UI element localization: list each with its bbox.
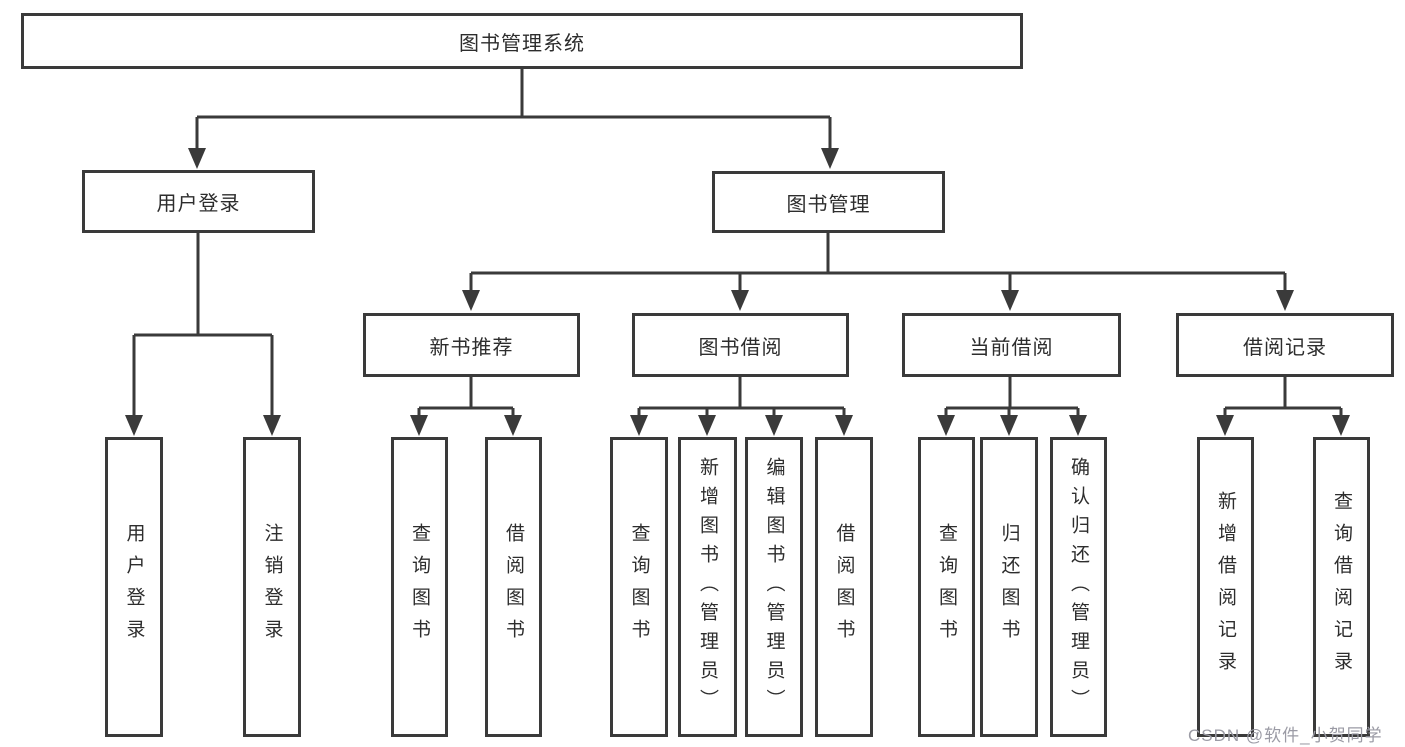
node-label: 归还图书 — [998, 523, 1020, 651]
node-label: 新增图书（管理员） — [697, 456, 718, 718]
node-label: 查询图书 — [409, 523, 430, 651]
node-label: 编辑图书（管理员） — [763, 456, 785, 718]
node-label: 新书推荐 — [429, 336, 514, 359]
leaf-borrow-books-borrowing: 借阅图书 — [815, 437, 873, 737]
csdn-watermark: CSDN @软件_小贺同学 — [1188, 726, 1383, 745]
node-user-login: 用户登录 — [82, 170, 315, 233]
node-label: 用户登录 — [156, 193, 241, 215]
node-label: 图书管理系统 — [459, 32, 585, 55]
leaf-return-books: 归还图书 — [980, 437, 1038, 737]
leaf-add-borrow-record: 新增借阅记录 — [1197, 437, 1254, 737]
node-label: 图书借阅 — [698, 336, 783, 359]
node-label: 当前借阅 — [969, 336, 1054, 359]
leaf-query-books-recommend: 查询图书 — [391, 437, 448, 737]
node-new-book-recommend: 新书推荐 — [363, 313, 580, 377]
leaf-borrow-books-recommend: 借阅图书 — [485, 437, 542, 737]
leaf-logout: 注销登录 — [243, 437, 301, 737]
node-label: 查询图书 — [936, 523, 957, 651]
node-label: 借阅记录 — [1243, 336, 1327, 359]
node-label: 确认归还（管理员） — [1068, 456, 1089, 718]
node-label: 新增借阅记录 — [1215, 491, 1236, 683]
node-label: 借阅图书 — [503, 523, 524, 651]
node-label: 用户登录 — [123, 523, 145, 651]
leaf-confirm-return-admin: 确认归还（管理员） — [1050, 437, 1107, 737]
node-book-borrowing: 图书借阅 — [632, 313, 849, 377]
leaf-add-book-admin: 新增图书（管理员） — [678, 437, 737, 737]
node-label: 查询借阅记录 — [1331, 491, 1352, 683]
node-label: 查询图书 — [628, 523, 650, 651]
node-label: 图书管理 — [786, 193, 871, 216]
leaf-user-login: 用户登录 — [105, 437, 163, 737]
node-current-borrowing: 当前借阅 — [902, 313, 1121, 377]
node-label: 借阅图书 — [833, 523, 855, 651]
leaf-query-books-borrowing: 查询图书 — [610, 437, 668, 737]
leaf-query-borrow-record: 查询借阅记录 — [1313, 437, 1370, 737]
node-label: 注销登录 — [261, 523, 283, 651]
leaf-edit-book-admin: 编辑图书（管理员） — [745, 437, 803, 737]
leaf-query-books-current: 查询图书 — [918, 437, 975, 737]
node-borrowing-records: 借阅记录 — [1176, 313, 1394, 377]
node-book-management: 图书管理 — [712, 171, 945, 233]
node-library-management-system: 图书管理系统 — [21, 13, 1023, 69]
